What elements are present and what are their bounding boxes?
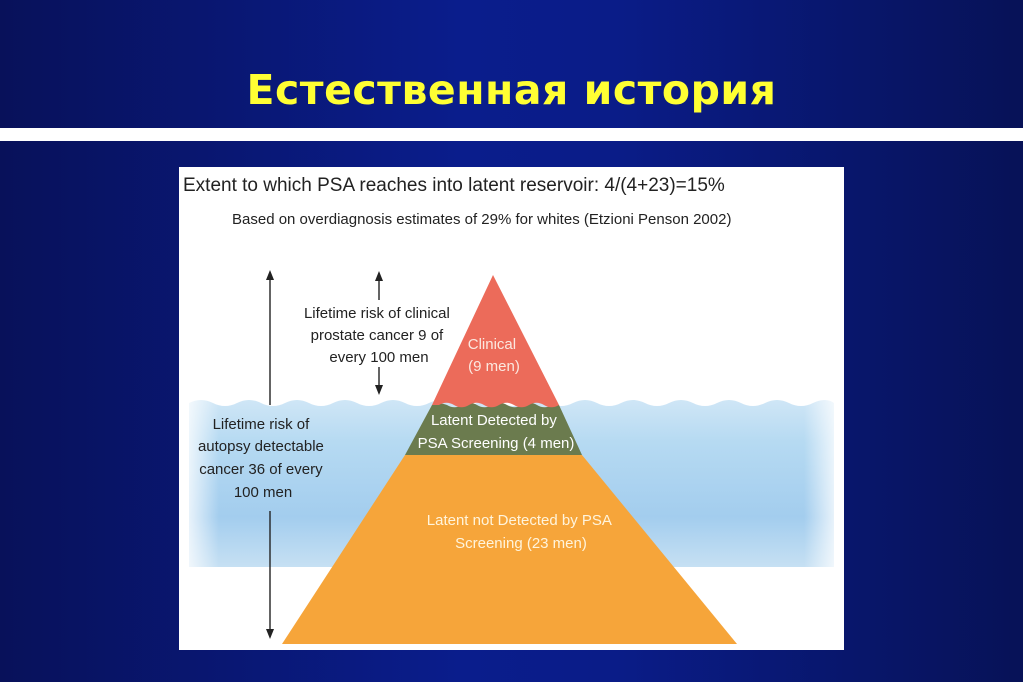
tier-clinical-label: Clinical (9 men) — [468, 336, 521, 375]
tier-latent-detected — [405, 402, 582, 455]
tier-latent-not-detected-label: Latent not Detected by PSA Screening (23… — [427, 512, 615, 552]
figure-subheading: Based on overdiagnosis estimates of 29% … — [232, 211, 731, 228]
iceberg-pyramid — [282, 275, 737, 644]
title-divider — [0, 128, 1023, 141]
autopsy-note-line-3: cancer 36 of every — [199, 461, 323, 478]
clinical-note-line-1: Lifetime risk of clinical — [304, 305, 450, 322]
autopsy-note-line-1: Lifetime risk of — [213, 416, 311, 433]
slide-title: Естественная история — [246, 66, 777, 114]
tier-latent-detected-line-2: PSA Screening (4 men) — [418, 435, 575, 452]
tier-clinical-line-1: Clinical — [468, 336, 516, 353]
tier-latent-not-detected-line-1: Latent not Detected by PSA — [427, 512, 612, 529]
tier-latent-not-detected-line-2: Screening (23 men) — [455, 535, 587, 552]
tier-clinical-line-2: (9 men) — [468, 358, 520, 375]
autopsy-risk-arrow — [266, 270, 274, 639]
tier-latent-detected-line-1: Latent Detected by — [431, 412, 557, 429]
clinical-risk-note: Lifetime risk of clinical prostate cance… — [304, 305, 454, 366]
iceberg-diagram: Extent to which PSA reaches into latent … — [179, 175, 844, 644]
tier-clinical — [432, 275, 559, 408]
iceberg-figure: Extent to which PSA reaches into latent … — [179, 167, 844, 650]
tier-latent-detected-label: Latent Detected by PSA Screening (4 men) — [418, 412, 575, 452]
autopsy-note-line-2: autopsy detectable — [198, 438, 324, 455]
figure-heading: Extent to which PSA reaches into latent … — [183, 175, 725, 196]
autopsy-note-line-4: 100 men — [234, 484, 292, 501]
clinical-note-line-2: prostate cancer 9 of — [311, 327, 444, 344]
autopsy-risk-note: Lifetime risk of autopsy detectable canc… — [198, 416, 328, 501]
tier-latent-not-detected — [282, 455, 737, 644]
clinical-note-line-3: every 100 men — [329, 349, 428, 366]
clinical-risk-arrow — [375, 271, 383, 395]
